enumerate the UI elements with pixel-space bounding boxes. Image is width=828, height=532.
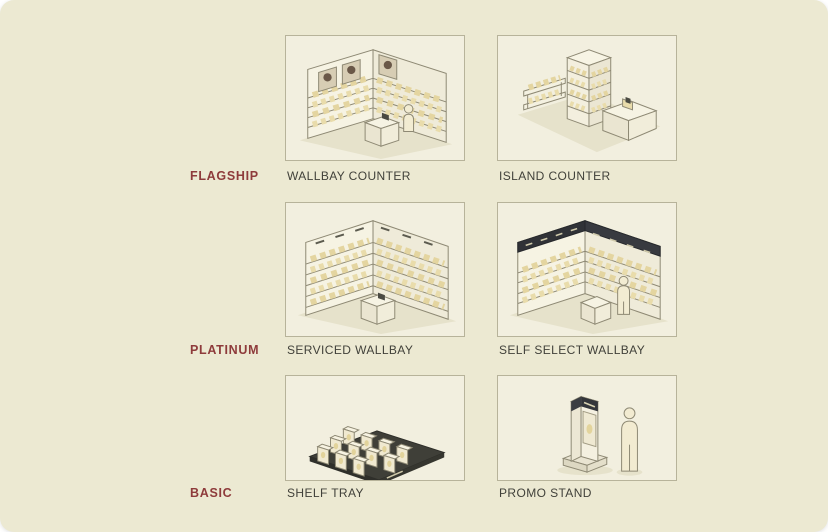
fixture-panel-serviced-wallbay [285,202,465,337]
fixture-panel-island-counter [497,35,677,161]
tier-label-flagship: FLAGSHIP [190,169,259,183]
fixture-caption-promo-stand: PROMO STAND [499,486,592,500]
self-select-wallbay-illustration [509,220,669,335]
tier-label-basic: BASIC [190,486,233,500]
fixture-caption-serviced-wallbay: SERVICED WALLBAY [287,343,414,357]
fixture-caption-shelf-tray: SHELF TRAY [287,486,364,500]
serviced-wallbay-illustration [297,220,457,335]
fixture-panel-promo-stand [497,375,677,481]
tier-label-platinum: PLATINUM [190,343,260,357]
wallbay-counter-illustration [299,49,453,160]
fixture-caption-island-counter: ISLAND COUNTER [499,169,611,183]
fixture-panel-shelf-tray [285,375,465,481]
shelf-tray-illustration [308,425,446,480]
fixture-panel-wallbay-counter [285,35,465,161]
island-counter-illustration [517,49,661,153]
fixture-caption-self-select-wallbay: SELF SELECT WALLBAY [499,343,646,357]
fixture-panel-self-select-wallbay [497,202,677,337]
promo-stand-illustration [557,395,643,476]
fixture-caption-wallbay-counter: WALLBAY COUNTER [287,169,411,183]
